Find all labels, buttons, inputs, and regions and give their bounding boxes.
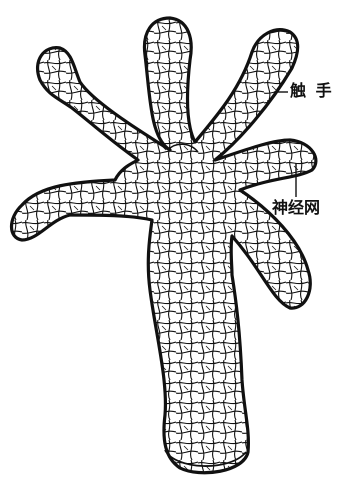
nerve-net-label: 神经网 (272, 200, 320, 216)
tentacle-label: 触 手 (290, 83, 334, 99)
